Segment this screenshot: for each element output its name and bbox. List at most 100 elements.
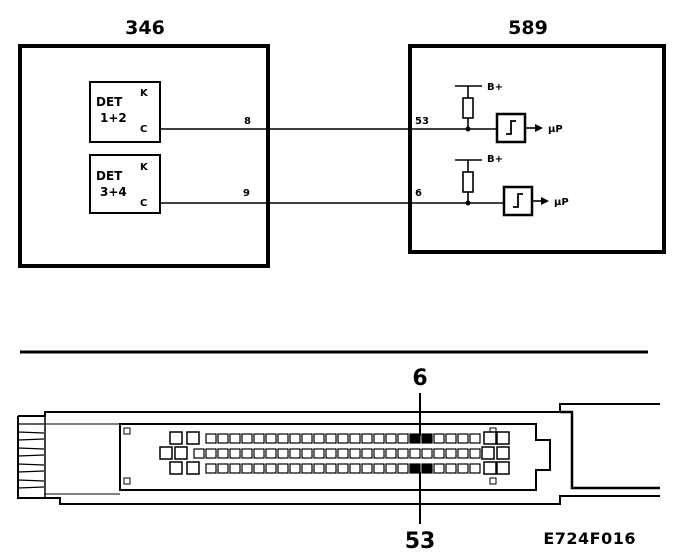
wire-8-to-53: 8 53	[160, 116, 497, 130]
pin-cavity	[229, 463, 241, 474]
connector-pin-53-label: 53	[405, 529, 436, 554]
pin-cavity	[253, 463, 265, 474]
pin-cavity	[241, 433, 253, 444]
pin-cavity	[325, 433, 337, 444]
pin-cavity	[217, 463, 229, 474]
pin-cavity	[361, 448, 373, 459]
connector-socket-edge	[560, 410, 660, 490]
component-346-number: 346	[125, 17, 165, 39]
wire-9-label: 9	[243, 188, 250, 199]
detector-1-2-title: DET	[96, 95, 123, 109]
pin-cavity	[217, 433, 229, 444]
pin-cavity	[205, 433, 217, 444]
pin-cavity	[373, 448, 385, 459]
detector-3-4-pin-c: C	[140, 198, 147, 209]
pin-cavity	[253, 433, 265, 444]
pin-cavity	[325, 448, 337, 459]
pin-cavity	[313, 448, 325, 459]
detector-3-4-sub: 3+4	[100, 185, 127, 199]
detector-1-2: DET 1+2 K C	[89, 81, 161, 143]
pin-cavity	[277, 448, 289, 459]
component-589-box	[408, 44, 666, 254]
pin-cavity	[349, 433, 361, 444]
component-346-box	[18, 44, 270, 268]
detector-1-2-pin-k: K	[140, 88, 149, 99]
pin-cavity	[337, 463, 349, 474]
connector-pin-6-label: 6	[412, 366, 427, 391]
guide-pins	[159, 431, 510, 475]
input-circuit-6: B+ µP	[455, 154, 569, 217]
pin-cavity	[265, 463, 277, 474]
pin-cavity	[433, 448, 445, 459]
pin-cavity	[445, 463, 457, 474]
pin-cavity	[373, 463, 385, 474]
arrow-right-icon	[535, 124, 543, 132]
pin-cavity	[349, 463, 361, 474]
wire-8-label: 8	[244, 116, 251, 127]
input-circuit-53: B+ µP	[455, 82, 563, 144]
component-589-number: 589	[508, 17, 548, 39]
output-label-b: µP	[554, 197, 569, 208]
pin-cavity	[373, 433, 385, 444]
pin-cavity	[265, 433, 277, 444]
pin-cavity	[397, 433, 409, 444]
figure-code: E724F016	[543, 529, 636, 548]
detector-3-4-title: DET	[96, 169, 123, 183]
pin-cavity	[469, 433, 481, 444]
pin-cavity	[277, 433, 289, 444]
pin-cavity	[409, 448, 421, 459]
pin-cavity	[457, 433, 469, 444]
pin-cavity	[205, 448, 217, 459]
pin-rows	[193, 433, 481, 474]
pin-cavity	[325, 463, 337, 474]
arrow-right-icon	[541, 197, 549, 205]
pin-cavity	[277, 463, 289, 474]
pin-cavity	[301, 463, 313, 474]
pin-cavity	[241, 448, 253, 459]
pin-cavity	[397, 448, 409, 459]
detector-1-2-sub: 1+2	[100, 111, 127, 125]
pin-block	[119, 423, 551, 491]
pin-cavity	[337, 448, 349, 459]
pin-cavity	[469, 448, 481, 459]
detector-1-2-pin-c: C	[140, 124, 147, 135]
trigger-icon	[513, 193, 523, 208]
detector-3-4: DET 3+4 K C	[89, 154, 161, 214]
pin-cavity	[205, 463, 217, 474]
pin-cavity	[301, 433, 313, 444]
pin-cavity	[457, 463, 469, 474]
pin-cavity	[433, 463, 445, 474]
pin-cavity	[349, 448, 361, 459]
pin-cavity	[313, 463, 325, 474]
pin-cavity	[289, 463, 301, 474]
pin-cavity	[265, 448, 277, 459]
pin-cavity-highlighted	[421, 463, 433, 474]
pin-cavity	[361, 433, 373, 444]
pin-cavity	[469, 463, 481, 474]
output-label-a: µP	[548, 124, 563, 135]
pin-6-label: 6	[415, 188, 422, 199]
pin-cavity	[289, 433, 301, 444]
detector-3-4-pin-k: K	[140, 162, 149, 173]
pin-cavity	[445, 433, 457, 444]
trigger-icon	[506, 120, 516, 135]
pin-cavity	[241, 463, 253, 474]
pin-cavity-highlighted	[409, 463, 421, 474]
pin-cavity	[229, 433, 241, 444]
pin-cavity	[421, 448, 433, 459]
pin-cavity-highlighted	[409, 433, 421, 444]
pin-cavity	[253, 448, 265, 459]
pullup-resistor-a	[462, 97, 474, 119]
connector-view	[17, 393, 660, 524]
pin-cavity	[217, 448, 229, 459]
pin-cavity	[385, 448, 397, 459]
pin-cavity	[229, 448, 241, 459]
wire-9-to-6: 9 6	[160, 188, 504, 204]
pin-cavity	[457, 448, 469, 459]
pin-cavity	[433, 433, 445, 444]
pin-cavity	[361, 463, 373, 474]
pin-cavity	[445, 448, 457, 459]
pin-cavity-highlighted	[421, 433, 433, 444]
pin-cavity	[301, 448, 313, 459]
cable-bundle	[17, 423, 45, 489]
